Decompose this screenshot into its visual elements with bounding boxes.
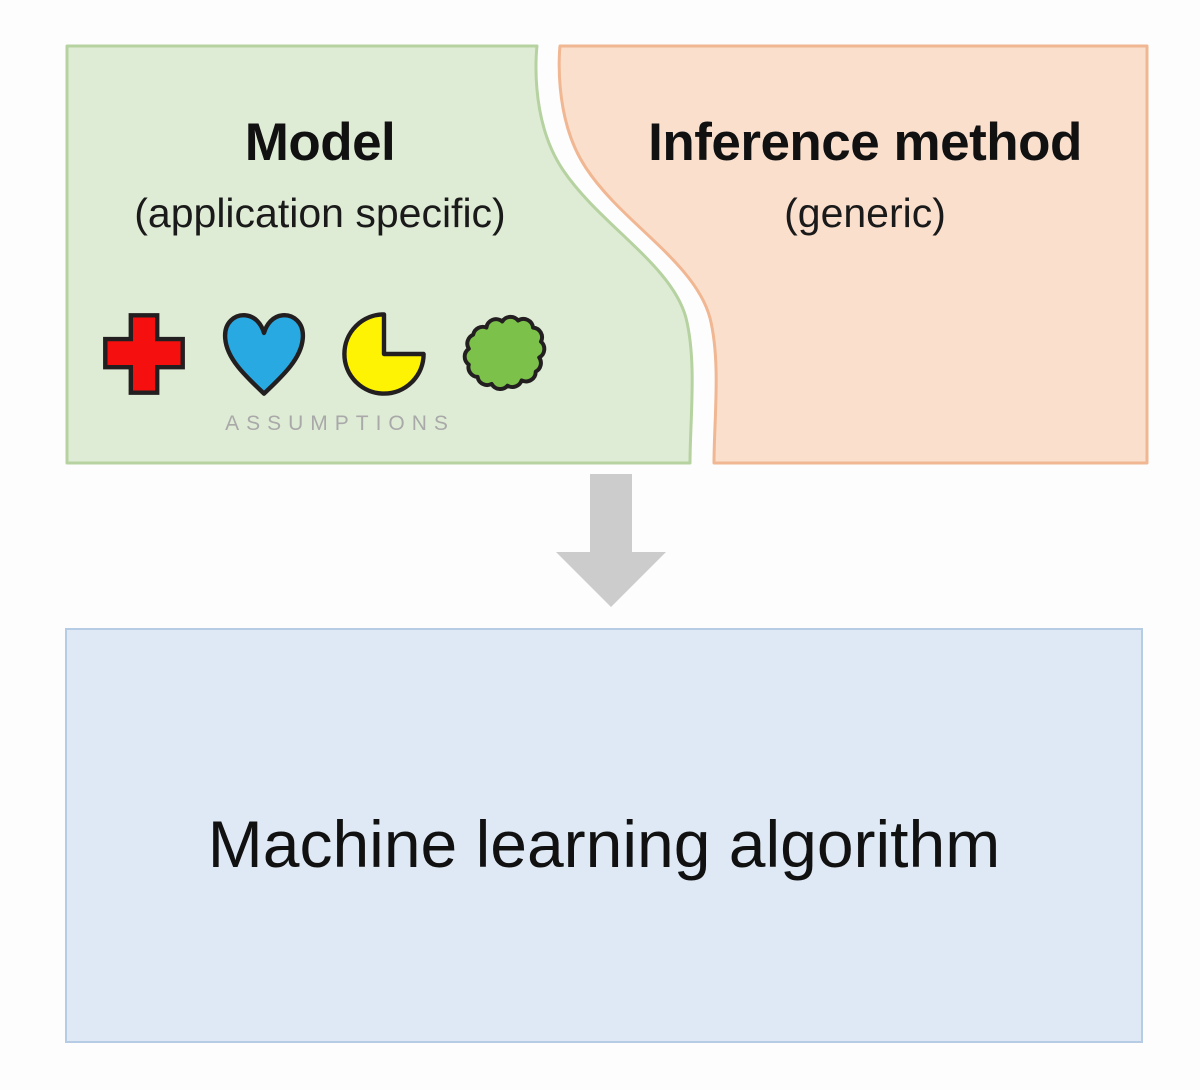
yellow-pacman-icon: [342, 312, 426, 396]
assumptions-label: Assumptions: [225, 404, 455, 437]
assumption-icon-row: [100, 308, 580, 400]
model-title: Model: [244, 113, 396, 172]
inference-region-shape: [557, 44, 1149, 465]
inference-method-subtitle: (generic): [784, 190, 946, 236]
green-cloud-icon: [462, 314, 547, 391]
inference-method-title: Inference method: [648, 113, 1082, 172]
machine-learning-algorithm-box: Machine learning algorithm: [65, 628, 1143, 1043]
blue-heart-icon: [223, 313, 305, 396]
machine-learning-algorithm-label: Machine learning algorithm: [207, 807, 1001, 881]
red-cross-icon: [103, 313, 185, 395]
model-subtitle: (application specific): [134, 190, 506, 236]
down-arrow-icon: [553, 474, 669, 609]
